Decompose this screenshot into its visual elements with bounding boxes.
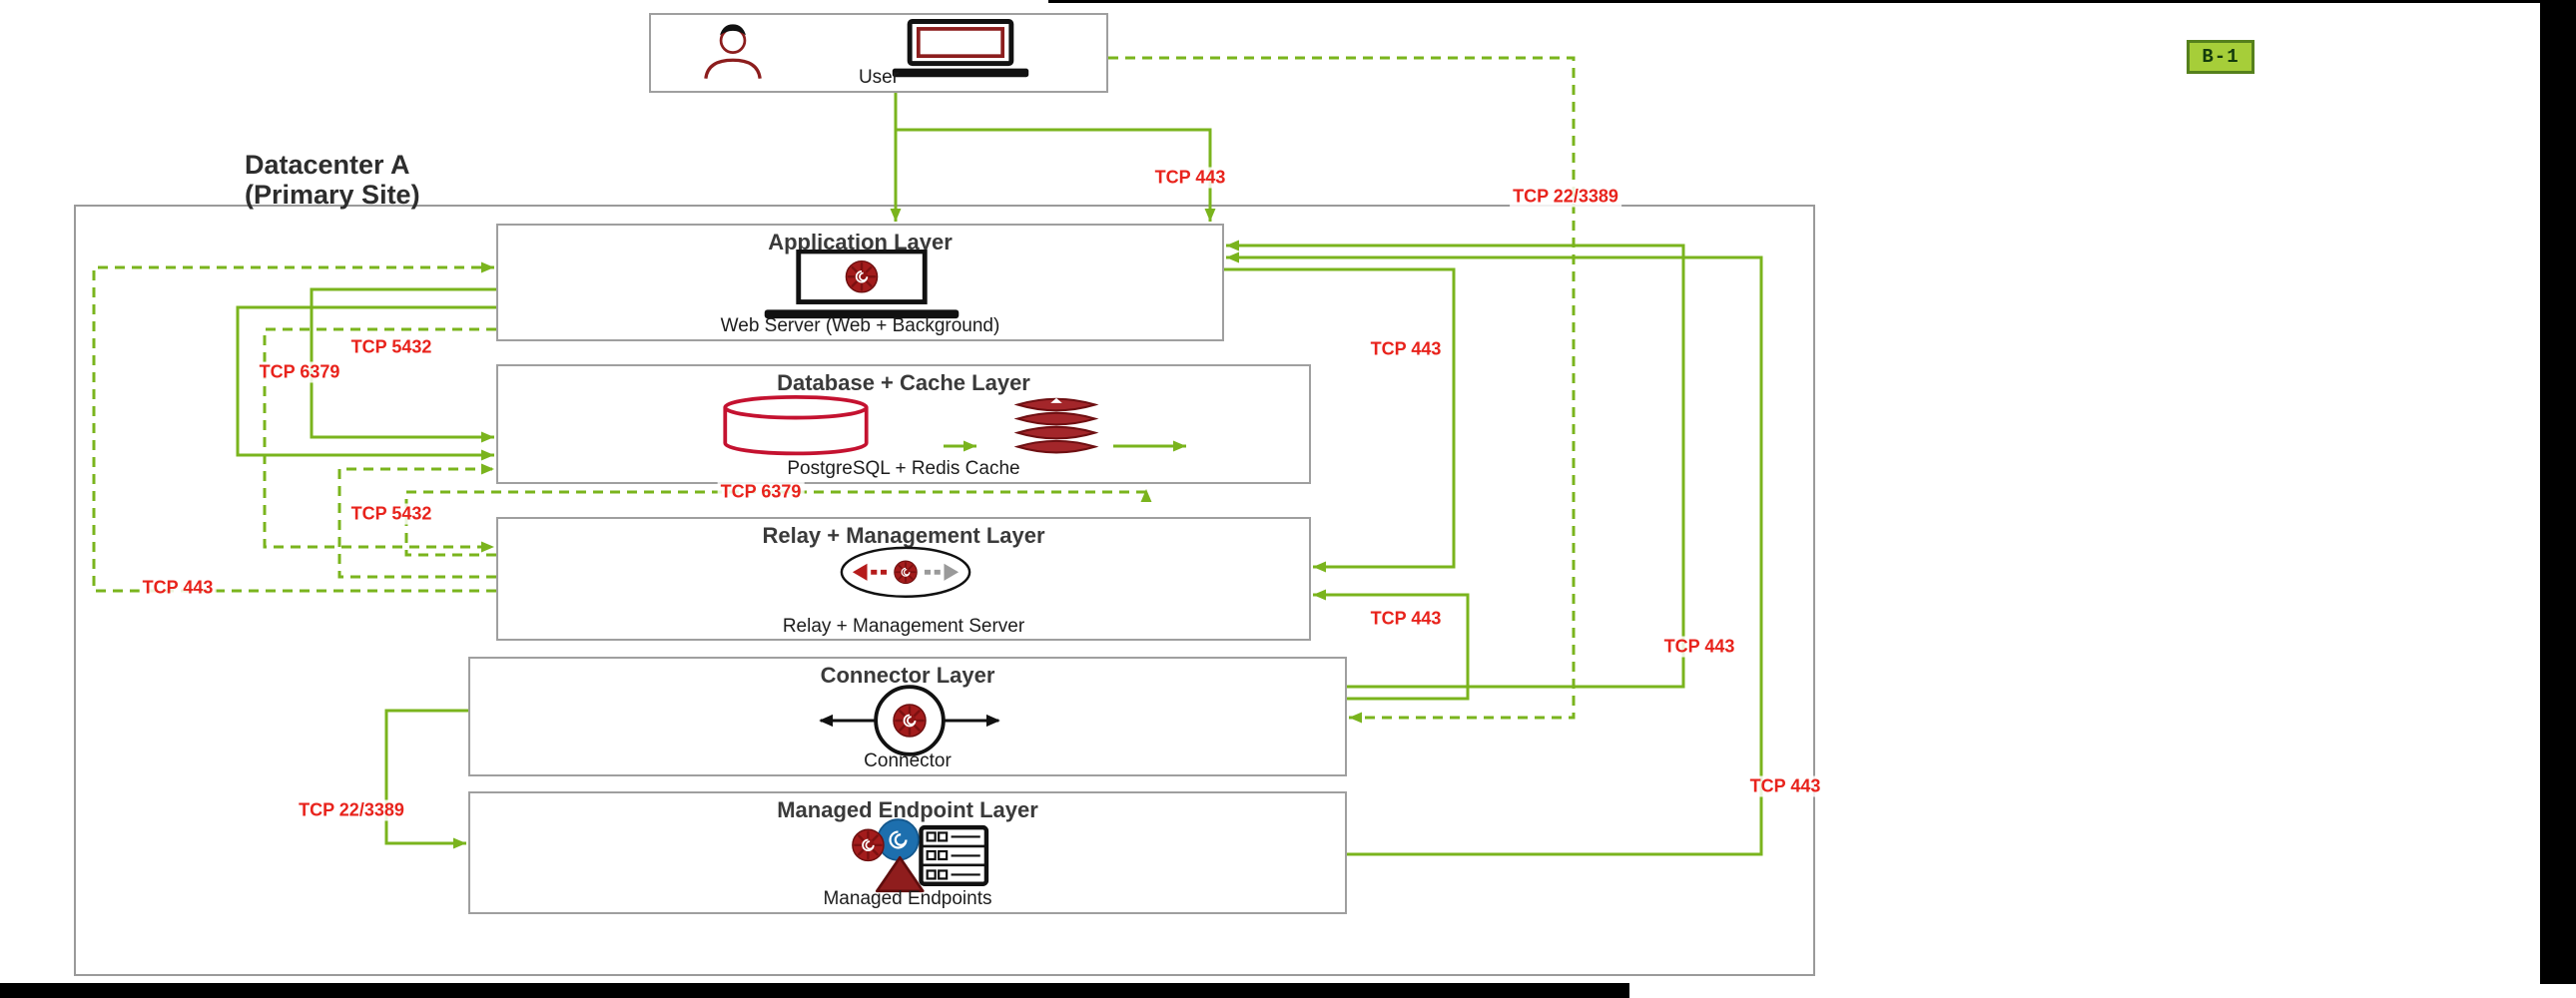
relay-layer-box: Relay + Management Layer Relay + Managem… [496,517,1311,641]
connector-layer-caption: Connector [864,750,952,771]
web-server-icon [764,250,960,319]
database-layer-title: Database + Cache Layer [777,370,1030,395]
relay-layer-caption: Relay + Management Server [782,615,1025,637]
user-node: User [649,13,1108,93]
revision-badge: B-1 [2187,40,2254,74]
port-label: TCP 443 [1660,636,1738,658]
user-label: User [858,67,900,88]
datacenter-title-line1: Datacenter A [245,150,410,180]
port-label: TCP 443 [1367,608,1445,630]
person-icon [704,24,762,79]
datacenter-title: Datacenter A (Primary Site) [245,150,420,210]
datacenter-title-line2: (Primary Site) [245,180,420,211]
port-label: TCP 22/3389 [1510,186,1621,208]
port-label: TCP 22/3389 [296,799,407,821]
connector-layer-title: Connector Layer [820,663,995,688]
port-label: TCP 6379 [717,481,805,503]
port-label: TCP 6379 [256,361,343,383]
connector-layer-box: Connector Layer Connector [468,657,1347,776]
application-layer-caption: Web Server (Web + Background) [720,315,1000,336]
endpoint-layer-title: Managed Endpoint Layer [777,797,1038,822]
frame-top-edge [1048,0,2576,3]
endpoint-layer-box: Managed Endpoint Layer Managed Endpoints [468,791,1347,914]
connector-icon [819,685,1000,756]
laptop-icon [892,19,1029,78]
frame-right-edge [2540,0,2576,984]
frame-bottom-edge [0,983,1629,998]
port-label: TCP 443 [1367,338,1445,360]
database-layer-caption: PostgreSQL + Redis Cache [787,458,1020,479]
port-label: TCP 443 [1746,775,1824,797]
port-label: TCP 443 [1151,167,1229,189]
postgresql-icon [723,394,869,456]
port-label: TCP 5432 [347,503,435,525]
managed-endpoints-icon [848,818,989,893]
application-layer-box: Application Layer Web Server (Web + Back… [496,224,1224,341]
database-layer-box: Database + Cache Layer PostgreSQL + Redi… [496,364,1311,484]
port-label: TCP 443 [139,577,217,599]
port-label: TCP 5432 [347,336,435,358]
relay-server-icon [840,546,971,598]
endpoint-layer-caption: Managed Endpoints [823,888,992,909]
redis-icon [1013,397,1099,454]
